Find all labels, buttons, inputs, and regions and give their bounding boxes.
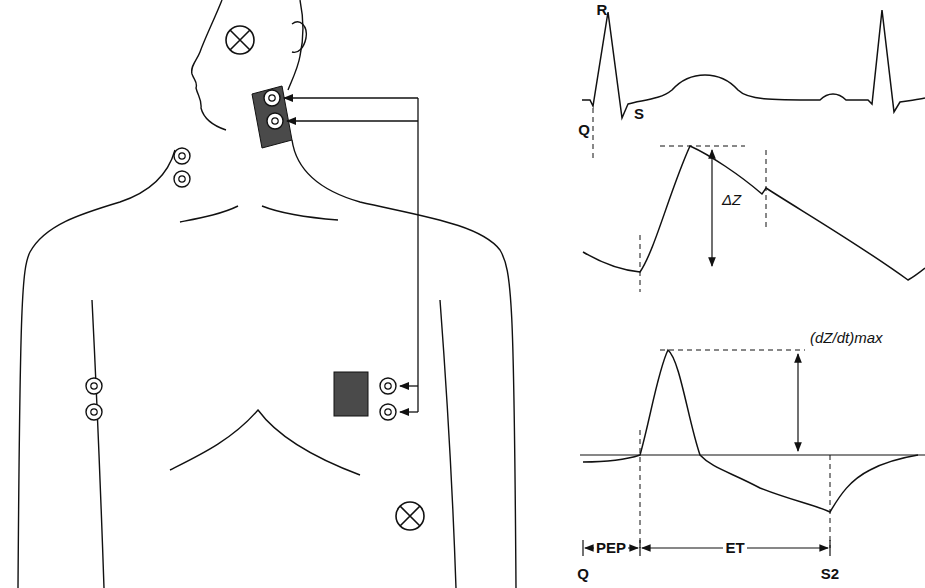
electrode-pad <box>252 86 292 148</box>
interval-label: ET <box>723 540 746 557</box>
amplitude-label: ΔZ <box>720 192 743 209</box>
spot-electrode <box>264 90 280 106</box>
electrode-pad <box>334 372 368 416</box>
ground-electrode <box>396 502 424 530</box>
ecg-trace <box>582 10 925 118</box>
wave-point-label: Q <box>576 122 592 139</box>
amplitude-arrow <box>797 354 798 451</box>
dashed-markers <box>640 350 830 548</box>
spot-electrode <box>380 378 396 394</box>
spot-electrode <box>380 404 396 420</box>
zero-baseline <box>580 454 925 455</box>
amplitude-label: (dZ/dt)max <box>808 330 885 347</box>
spot-electrode <box>86 404 102 420</box>
wave-point-label: R <box>595 2 610 19</box>
spot-electrode <box>174 148 190 164</box>
body-outline <box>18 0 516 588</box>
impedance-trace <box>583 146 925 280</box>
ground-electrode <box>226 26 254 54</box>
time-point-label: Q <box>575 566 591 583</box>
spot-electrode <box>174 171 190 187</box>
spot-electrode <box>86 378 102 394</box>
spot-electrode <box>267 113 283 129</box>
wave-point-label: S <box>632 106 646 123</box>
dashed-marker <box>593 108 594 162</box>
lead-wires <box>284 98 418 412</box>
amplitude-arrow <box>711 150 712 266</box>
time-point-label: S2 <box>819 566 841 583</box>
timing-bar <box>583 540 830 556</box>
derivative-trace <box>583 350 918 512</box>
interval-label: PEP <box>594 540 628 557</box>
dashed-markers <box>640 146 766 292</box>
